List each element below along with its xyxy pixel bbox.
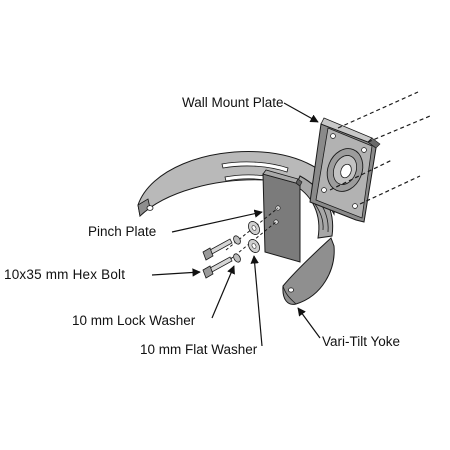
vari-tilt-yoke (137, 151, 337, 305)
arrow-pinch-plate (171, 209, 263, 233)
label-lock-washer: 10 mm Lock Washer (72, 313, 196, 328)
lock-washers (233, 235, 241, 263)
wall-anchor-lines (329, 91, 431, 205)
flat-washers (248, 221, 260, 253)
pinch-plate (262, 169, 303, 263)
label-wall-mount-plate: Wall Mount Plate (182, 95, 284, 110)
hex-bolt-lower (202, 256, 233, 279)
hex-bolts (202, 238, 233, 279)
wall-mount-plate (309, 117, 381, 223)
label-hex-bolt: 10x35 mm Hex Bolt (4, 267, 126, 282)
arrow-flat-washer (250, 255, 263, 347)
hex-bolt-upper (202, 238, 233, 261)
leader-arrows (151, 102, 321, 347)
label-pinch-plate: Pinch Plate (88, 224, 157, 239)
arrow-lock-washer (211, 265, 235, 319)
label-vari-tilt-yoke: Vari-Tilt Yoke (322, 334, 401, 349)
arrow-vari-tilt-yoke (297, 307, 321, 339)
arrow-wall-mount-plate (283, 102, 319, 123)
arrow-hex-bolt (151, 268, 201, 277)
label-flat-washer: 10 mm Flat Washer (140, 342, 258, 357)
